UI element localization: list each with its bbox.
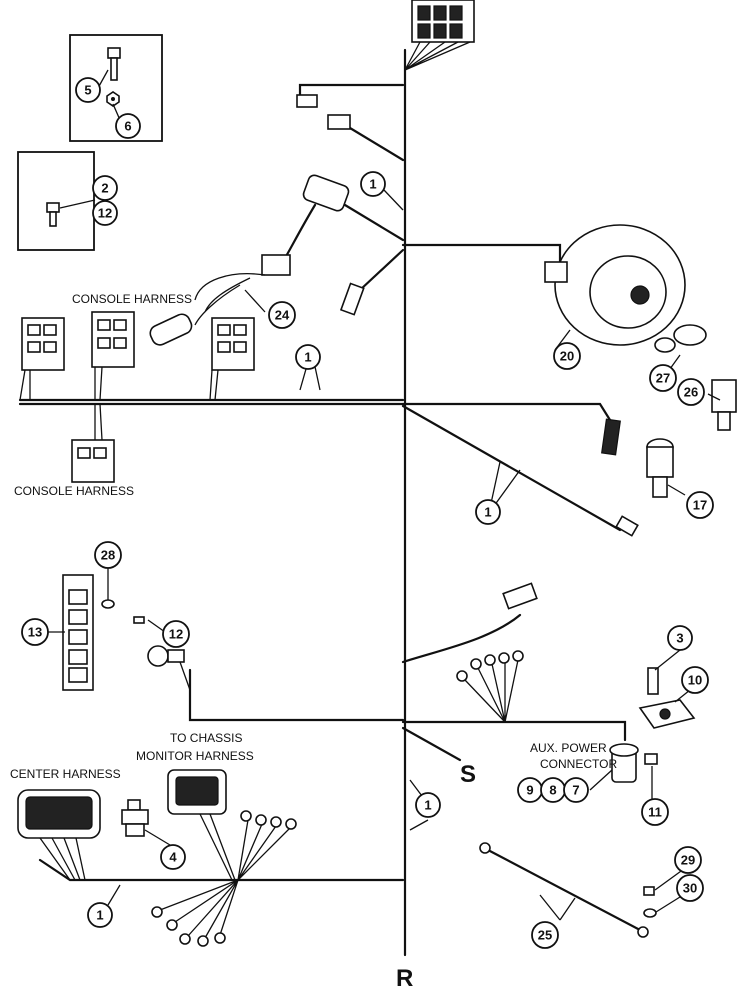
callout-8: 8: [540, 777, 566, 803]
svg-text:20: 20: [560, 349, 574, 364]
nut-icon: [106, 91, 120, 107]
mount-bracket: [638, 699, 696, 729]
callout-13: 13: [21, 618, 49, 646]
svg-text:10: 10: [688, 673, 702, 688]
coiled-cord: [149, 174, 350, 346]
mount-screw: [647, 667, 659, 695]
right-plug: [601, 418, 639, 537]
nut-small: [644, 753, 658, 765]
screw-icon: [46, 202, 60, 227]
callout-5: 5: [75, 77, 101, 103]
svg-text:13: 13: [28, 625, 42, 640]
callout-12b: 12: [162, 620, 190, 648]
center-harness-connector: [17, 789, 101, 881]
chassis-monitor-connector: [167, 769, 236, 881]
callout-9: 9: [517, 777, 543, 803]
callout-12a: 12: [92, 200, 118, 226]
svg-text:27: 27: [656, 371, 670, 386]
label-connector: CONNECTOR: [540, 757, 617, 771]
svg-text:6: 6: [124, 119, 131, 134]
callout-3: 3: [667, 625, 693, 651]
continuation-r: R: [396, 965, 413, 992]
callout-11: 11: [641, 798, 669, 826]
lighter-cap: [654, 324, 707, 353]
inset-box-screw: [17, 151, 95, 251]
round-socket: [147, 645, 191, 691]
callout-1c: 1: [475, 499, 501, 525]
motor: [544, 224, 686, 346]
small-screw: [133, 616, 145, 624]
svg-text:12: 12: [169, 627, 183, 642]
svg-text:9: 9: [526, 783, 533, 798]
svg-text:4: 4: [169, 850, 177, 865]
svg-text:1: 1: [424, 798, 431, 813]
svg-text:1: 1: [96, 908, 103, 923]
inset-box-bolt-nut: [69, 34, 163, 142]
bolt-icon: [107, 47, 121, 81]
svg-text:3: 3: [676, 631, 683, 646]
label-monitor-harness: MONITOR HARNESS: [136, 749, 254, 763]
svg-text:8: 8: [549, 783, 556, 798]
callout-17: 17: [686, 491, 714, 519]
svg-text:5: 5: [84, 83, 91, 98]
console-connectors: [19, 311, 255, 483]
svg-text:30: 30: [683, 881, 697, 896]
relay-block: [62, 574, 115, 691]
callout-28: 28: [94, 541, 122, 569]
continuation-s: S: [460, 761, 476, 788]
svg-text:1: 1: [369, 177, 376, 192]
callout-1d: 1: [415, 792, 441, 818]
small-connector-1: [296, 94, 351, 130]
callout-20: 20: [553, 342, 581, 370]
svg-text:25: 25: [538, 928, 552, 943]
bottom-ring-terminals: [151, 810, 297, 947]
label-to-chassis: TO CHASSIS: [170, 731, 242, 745]
ground-screw: [643, 886, 657, 918]
callout-26: 26: [677, 378, 705, 406]
svg-text:2: 2: [101, 181, 108, 196]
callout-1a: 1: [360, 171, 386, 197]
callout-4: 4: [160, 844, 186, 870]
label-console-harness-top: CONSOLE HARNESS: [72, 292, 192, 306]
main-trunk: [18, 48, 627, 957]
callout-30: 30: [676, 874, 704, 902]
svg-text:28: 28: [101, 548, 115, 563]
svg-text:29: 29: [681, 853, 695, 868]
callout-6: 6: [115, 113, 141, 139]
callout-25: 25: [531, 921, 559, 949]
callout-29: 29: [674, 846, 702, 874]
svg-text:26: 26: [684, 385, 698, 400]
svg-text:24: 24: [275, 308, 290, 323]
callout-1e: 1: [87, 902, 113, 928]
ring-terminals: [456, 650, 524, 723]
label-aux-power: AUX. POWER: [530, 741, 607, 755]
callout-2: 2: [92, 175, 118, 201]
label-center-harness: CENTER HARNESS: [10, 767, 121, 781]
two-way-connector: [502, 582, 538, 610]
lighter-socket: [711, 379, 737, 431]
aux-power-connector: [609, 743, 639, 783]
callout-7: 7: [563, 777, 589, 803]
leaders: [48, 69, 721, 921]
callout-1b: 1: [295, 344, 321, 370]
callout-27: 27: [649, 364, 677, 392]
lighter-element: [646, 438, 674, 498]
callout-24: 24: [268, 301, 296, 329]
svg-text:1: 1: [304, 350, 311, 365]
label-console-harness-bottom: CONSOLE HARNESS: [14, 484, 134, 498]
svg-text:1: 1: [484, 505, 491, 520]
svg-text:11: 11: [648, 805, 662, 820]
svg-text:17: 17: [693, 498, 707, 513]
bullet-connector: [339, 282, 365, 316]
sensor-4: [121, 799, 149, 837]
ground-strap: [479, 842, 649, 938]
svg-text:7: 7: [572, 783, 579, 798]
top-connector: [404, 0, 475, 71]
svg-text:12: 12: [98, 206, 112, 221]
callout-10: 10: [681, 666, 709, 694]
